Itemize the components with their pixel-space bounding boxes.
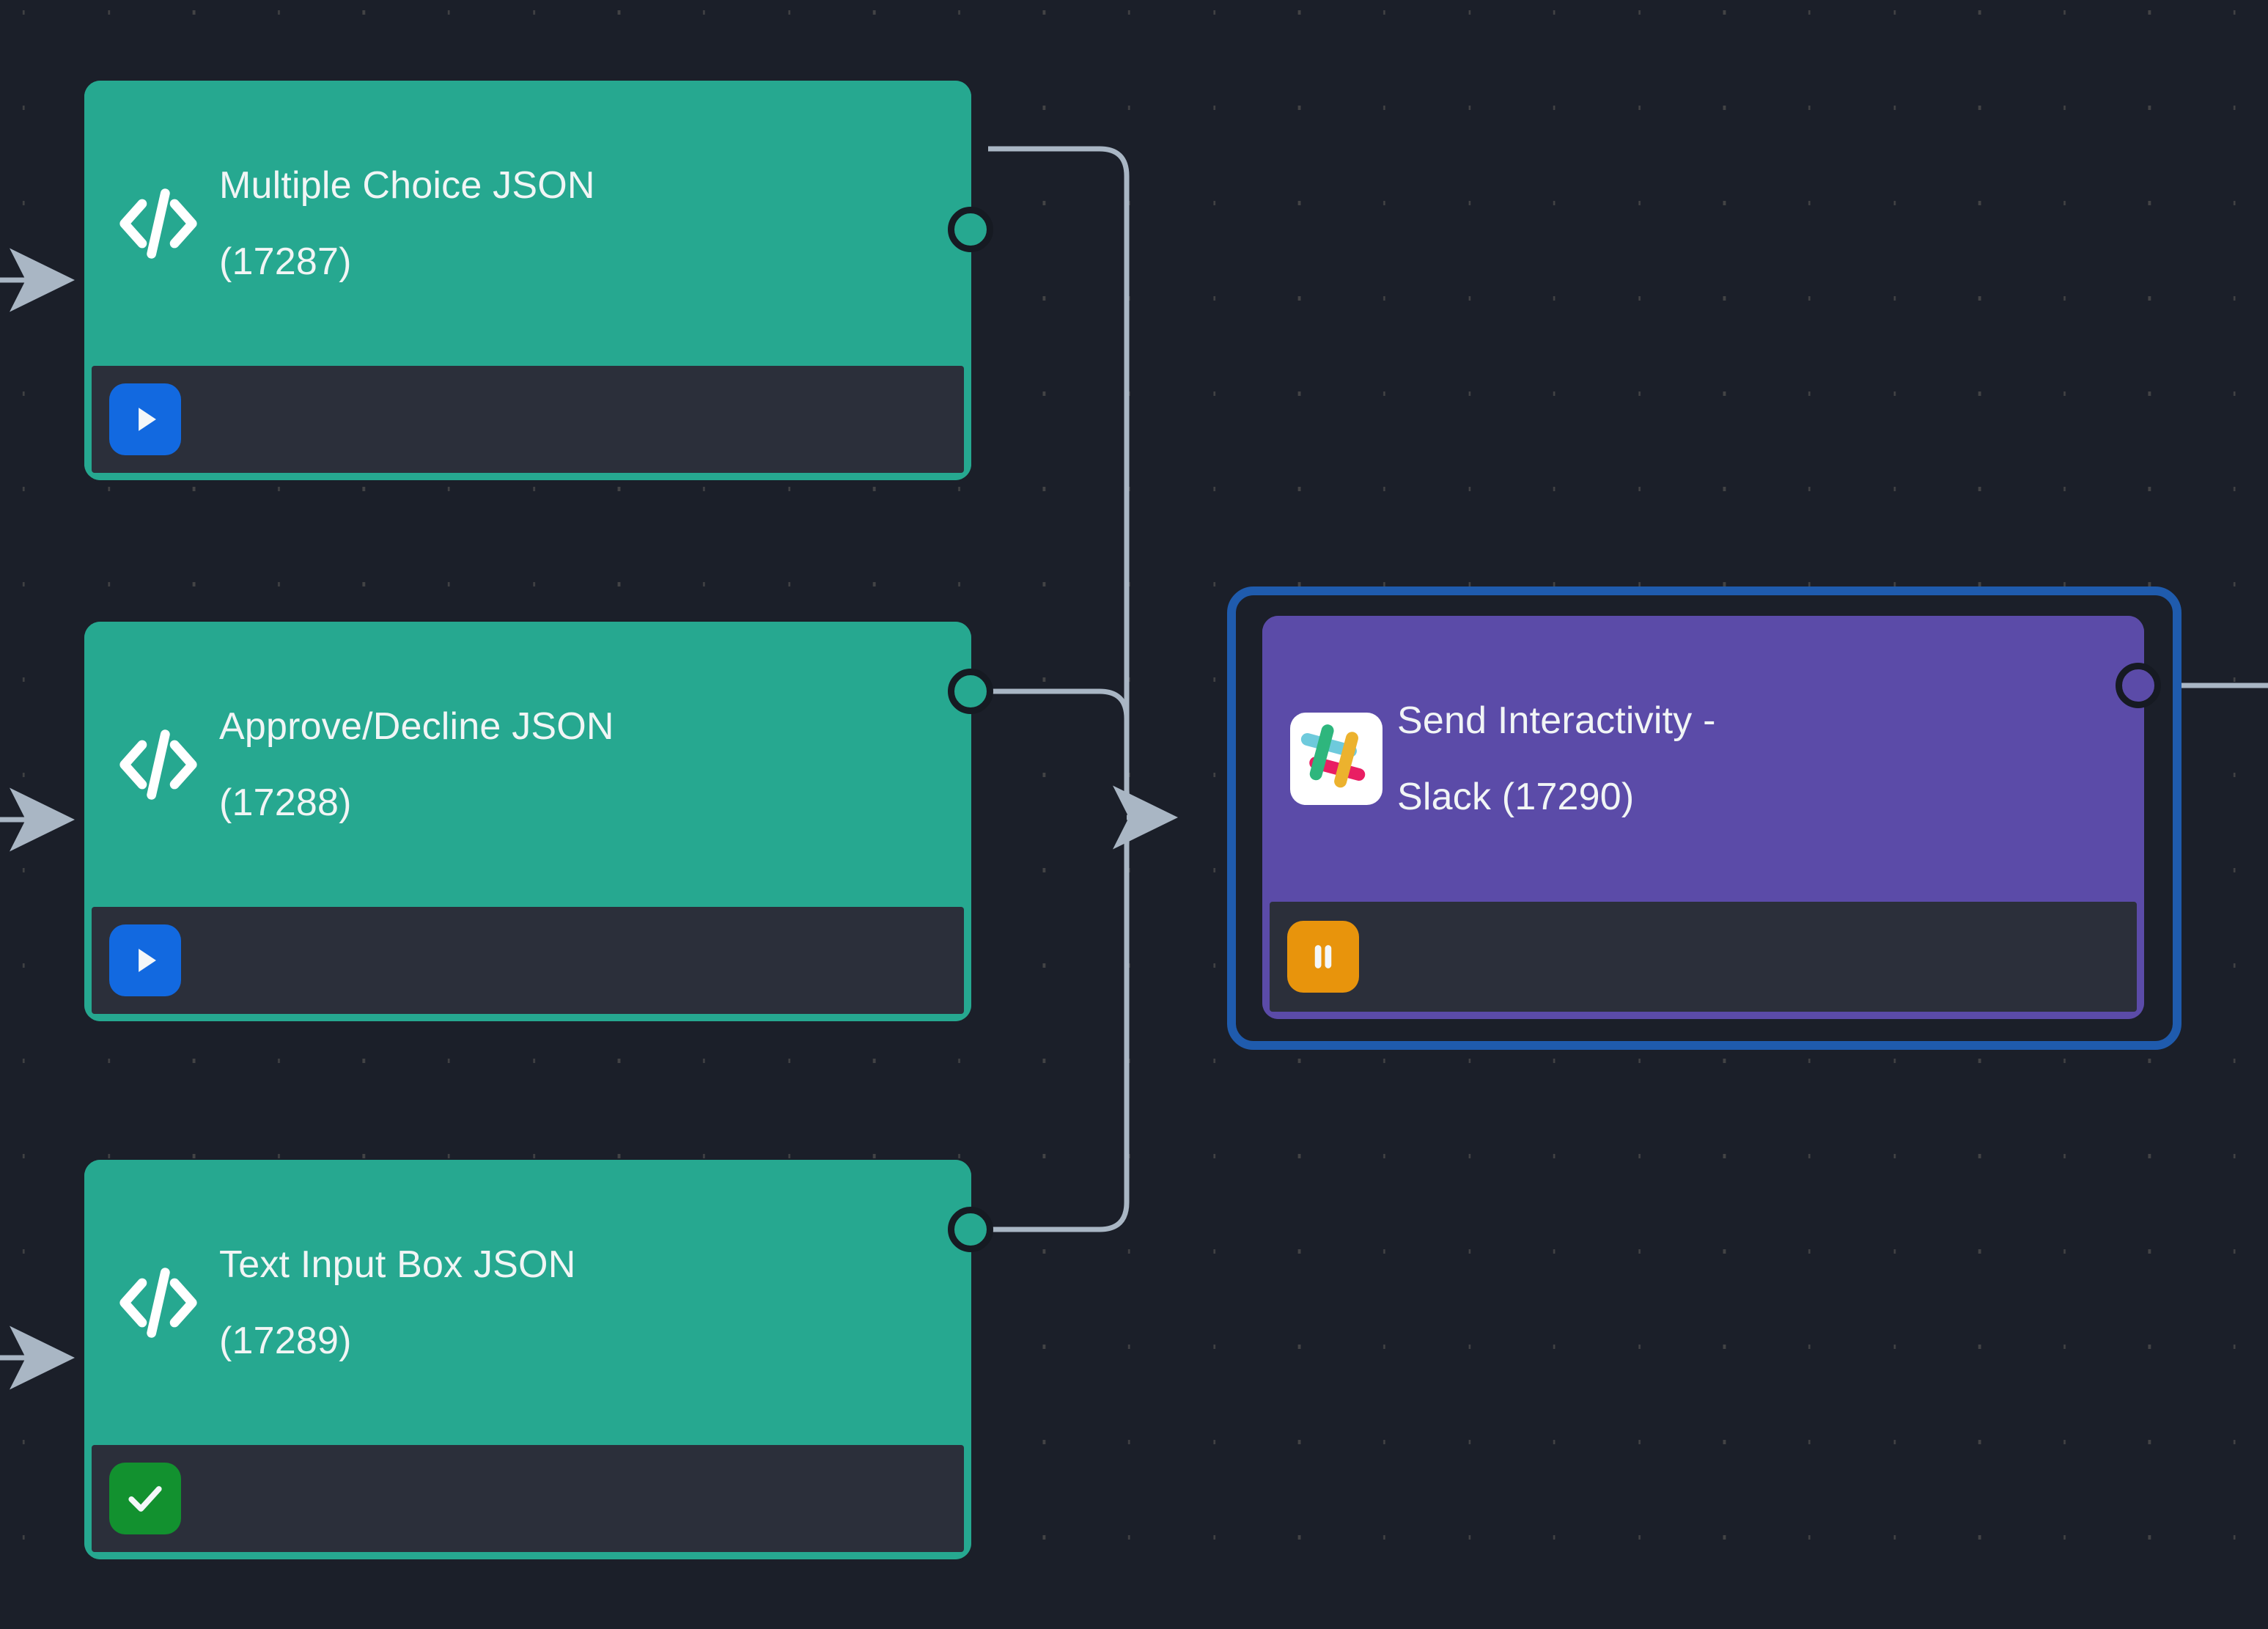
node-footer: [92, 366, 964, 473]
success-status-button[interactable]: [109, 1463, 181, 1534]
edge-17289-to-17290: [988, 814, 1155, 1232]
node-header: Approve/Decline JSON (17288): [84, 622, 971, 907]
node-multiple-choice-json[interactable]: Multiple Choice JSON (17287): [84, 81, 993, 480]
output-port-17289[interactable]: [948, 1207, 993, 1252]
node-text-input-box-json[interactable]: Text Input Box JSON (17289): [84, 1160, 993, 1559]
code-icon: [103, 180, 213, 267]
check-icon: [128, 1486, 162, 1512]
node-footer: [1270, 902, 2137, 1012]
edge-17287-to-17290: [988, 146, 1155, 820]
paused-status-button[interactable]: [1287, 921, 1359, 993]
pause-icon: [1314, 945, 1332, 968]
node-footer: [92, 907, 964, 1014]
code-icon: [103, 721, 213, 808]
output-port-17287[interactable]: [948, 207, 993, 252]
output-port-17290[interactable]: [2116, 663, 2161, 708]
node-title: Approve/Decline JSON (17288): [219, 705, 614, 824]
node-approve-decline-json[interactable]: Approve/Decline JSON (17288): [84, 622, 993, 1021]
node-header: Text Input Box JSON (17289): [84, 1160, 971, 1445]
run-status-button[interactable]: [109, 924, 181, 996]
node-header: Send Interactivity - Slack (17290): [1262, 616, 2144, 902]
play-icon: [139, 949, 156, 972]
slack-icon: [1281, 713, 1391, 805]
code-icon: [103, 1260, 213, 1346]
play-icon: [139, 408, 156, 431]
node-footer: [92, 1445, 964, 1552]
node-title: Send Interactivity - Slack (17290): [1397, 699, 1716, 818]
node-send-interactivity-slack[interactable]: Send Interactivity - Slack (17290): [1262, 616, 2161, 1019]
run-status-button[interactable]: [109, 383, 181, 455]
node-title: Text Input Box JSON (17289): [219, 1243, 576, 1362]
edge-17288-to-17290: [988, 688, 1155, 820]
output-port-17288[interactable]: [948, 669, 993, 714]
node-title: Multiple Choice JSON (17287): [219, 163, 595, 283]
node-header: Multiple Choice JSON (17287): [84, 81, 971, 366]
